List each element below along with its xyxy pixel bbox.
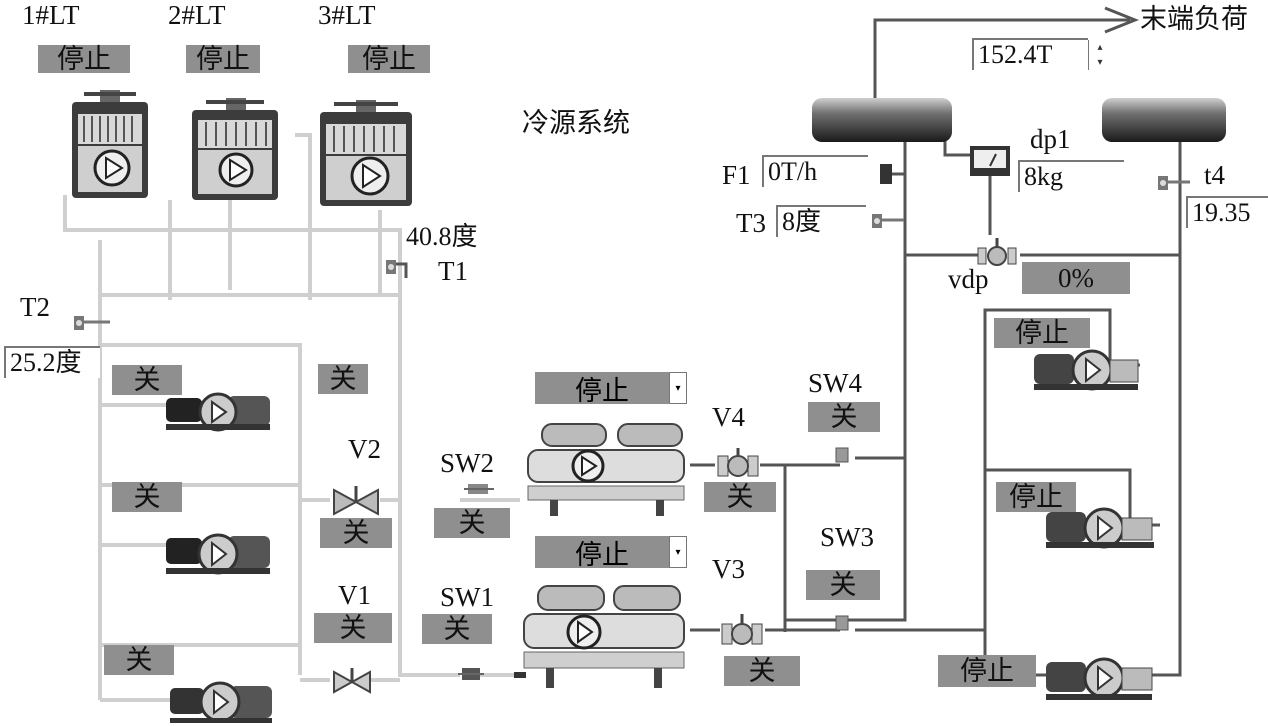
flow-switch-sw3-icon bbox=[832, 612, 852, 634]
v3-status-button[interactable]: 关 bbox=[724, 656, 800, 686]
cooling-tower-2-icon[interactable] bbox=[190, 98, 280, 202]
sw4-status-button[interactable]: 关 bbox=[808, 402, 880, 432]
valve-v1-icon[interactable] bbox=[330, 664, 374, 696]
v4-status-button[interactable]: 关 bbox=[704, 482, 776, 512]
cooling-tower-3-icon[interactable] bbox=[318, 100, 414, 208]
chilled-pump-3-status-button[interactable]: 停止 bbox=[938, 655, 1036, 687]
t3-value: 8度 bbox=[776, 205, 866, 237]
t3-label: T3 bbox=[736, 208, 766, 238]
chilled-pump-1-icon[interactable] bbox=[1032, 346, 1144, 392]
flow-arrow-icon bbox=[1104, 6, 1140, 34]
chiller-2-icon[interactable] bbox=[514, 582, 692, 690]
v1-label: V1 bbox=[338, 580, 371, 610]
flow-switch-sw1-icon bbox=[458, 662, 484, 684]
chiller-2-status-text: 停止 bbox=[575, 539, 629, 571]
t4-value: 19.35 bbox=[1186, 196, 1268, 228]
dropdown-arrow-icon[interactable]: ▾ bbox=[669, 372, 687, 404]
v4-label: V4 bbox=[712, 402, 745, 432]
return-header-tank bbox=[1102, 98, 1226, 142]
sw1-status-button[interactable]: 关 bbox=[422, 614, 492, 644]
chiller-1-icon[interactable] bbox=[520, 420, 692, 518]
sw2-status-button[interactable]: 关 bbox=[434, 508, 510, 538]
chilled-pump-2-status-button[interactable]: 停止 bbox=[996, 482, 1076, 512]
temperature-sensor-t4-icon bbox=[1156, 168, 1192, 196]
cooling-pump-3-status-button[interactable]: 关 bbox=[104, 645, 174, 675]
sw3-label: SW3 bbox=[820, 522, 874, 552]
tower-3-status-button[interactable]: 停止 bbox=[348, 45, 430, 73]
pressure-gauge-dp1-icon bbox=[968, 144, 1012, 178]
cooling-tower-1-icon[interactable] bbox=[70, 88, 150, 200]
flow-meter-f1-icon bbox=[876, 160, 906, 188]
t4-label: t4 bbox=[1204, 160, 1226, 190]
tower-1-label: 1#LT bbox=[22, 0, 80, 30]
dp1-label: dp1 bbox=[1030, 124, 1071, 154]
sw2-label: SW2 bbox=[440, 448, 494, 478]
dp1-value: 8kg bbox=[1018, 160, 1124, 192]
f1-label: F1 bbox=[722, 160, 751, 190]
temperature-sensor-t2-icon bbox=[72, 312, 112, 334]
cooling-pump-1-icon[interactable] bbox=[162, 388, 274, 432]
v3-label: V3 bbox=[712, 554, 745, 584]
cooling-pump-3-icon[interactable] bbox=[168, 678, 276, 724]
page-title: 冷源系统 bbox=[522, 108, 630, 139]
load-spinner[interactable]: ▴ ▾ bbox=[1088, 40, 1111, 70]
v2-status-button[interactable]: 关 bbox=[320, 518, 392, 548]
t1-value: 40.8度 bbox=[402, 222, 502, 252]
supply-header-tank bbox=[812, 98, 952, 142]
spin-down-icon[interactable]: ▾ bbox=[1097, 57, 1103, 68]
spin-up-icon[interactable]: ▴ bbox=[1097, 42, 1103, 53]
valve-v2-icon[interactable] bbox=[330, 482, 382, 516]
temperature-sensor-t1-icon bbox=[384, 256, 408, 278]
v1-status-button[interactable]: 关 bbox=[314, 613, 392, 643]
tower-1-status-button[interactable]: 停止 bbox=[38, 45, 130, 73]
t1-label: T1 bbox=[438, 256, 468, 286]
sw4-label: SW4 bbox=[808, 368, 862, 398]
chiller-1-status-select[interactable]: 停止 ▾ bbox=[535, 372, 687, 407]
vdp-opening-value[interactable]: 0% bbox=[1022, 262, 1130, 294]
tower-3-label: 3#LT bbox=[318, 0, 376, 30]
tower-2-status-button[interactable]: 停止 bbox=[186, 45, 260, 73]
v2-label: V2 bbox=[348, 434, 381, 464]
t2-value: 25.2度 bbox=[4, 346, 100, 378]
t2-label: T2 bbox=[20, 292, 50, 322]
t1-branch-status-button[interactable]: 关 bbox=[318, 364, 368, 394]
sw3-status-button[interactable]: 关 bbox=[806, 570, 880, 600]
chiller-2-status-select[interactable]: 停止 ▾ bbox=[535, 536, 687, 571]
cooling-pump-2-status-button[interactable]: 关 bbox=[112, 482, 182, 512]
flow-switch-sw2-icon bbox=[464, 478, 494, 498]
temperature-sensor-t3-icon bbox=[870, 206, 906, 234]
cooling-pump-1-status-button[interactable]: 关 bbox=[112, 365, 182, 395]
vdp-label: vdp bbox=[948, 264, 989, 294]
f1-value: 0T/h bbox=[762, 155, 868, 187]
tower-2-label: 2#LT bbox=[168, 0, 226, 30]
sw1-label: SW1 bbox=[440, 582, 494, 612]
dropdown-arrow-icon[interactable]: ▾ bbox=[669, 536, 687, 568]
chilled-pump-2-icon[interactable] bbox=[1044, 504, 1160, 550]
cooling-pump-2-icon[interactable] bbox=[162, 528, 274, 576]
load-label: 末端负荷 bbox=[1140, 4, 1248, 35]
valve-v4-icon[interactable] bbox=[714, 446, 762, 480]
chilled-pump-1-status-button[interactable]: 停止 bbox=[994, 318, 1090, 348]
flow-switch-sw4-icon bbox=[832, 444, 852, 466]
load-value[interactable]: 152.4T bbox=[972, 38, 1088, 70]
valve-v3-icon[interactable] bbox=[718, 612, 766, 648]
chiller-1-status-text: 停止 bbox=[575, 375, 629, 407]
chilled-pump-3-icon[interactable] bbox=[1044, 654, 1158, 702]
bypass-valve-vdp-icon[interactable] bbox=[976, 236, 1018, 272]
